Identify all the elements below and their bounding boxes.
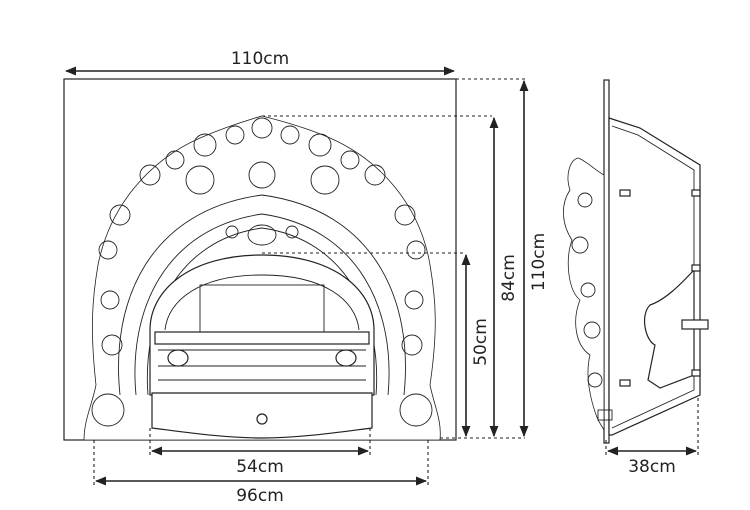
fire-bars — [158, 349, 366, 381]
opening-height-label: 50cm — [471, 318, 491, 366]
depth-label: 38cm — [628, 457, 676, 477]
side-ornament-profile — [563, 157, 605, 432]
side-back-plate — [603, 79, 610, 444]
side-bracket — [643, 268, 695, 389]
side-ornament-detail — [571, 192, 613, 421]
bar-knob-left — [167, 349, 189, 367]
side-handle — [681, 319, 709, 330]
grate-hood — [149, 254, 375, 396]
grate-hood-inner — [164, 274, 360, 331]
front-view — [63, 78, 457, 441]
overall-height-label: 110cm — [529, 233, 549, 291]
arch-rope-inner — [134, 213, 390, 396]
side-pins — [619, 189, 701, 387]
fire-front-bar — [154, 331, 370, 345]
ash-pan-knob — [256, 413, 268, 425]
arch-foliage — [91, 117, 433, 427]
side-view — [563, 79, 709, 444]
arch-rope-outer — [118, 194, 406, 396]
opening-width-label: 54cm — [236, 457, 284, 477]
bar-knob-right — [335, 349, 357, 367]
arch-height-label: 84cm — [499, 254, 519, 302]
base-width-label: 96cm — [236, 486, 284, 506]
overall-width-label: 110cm — [231, 49, 289, 69]
side-frame-inner — [611, 125, 695, 429]
